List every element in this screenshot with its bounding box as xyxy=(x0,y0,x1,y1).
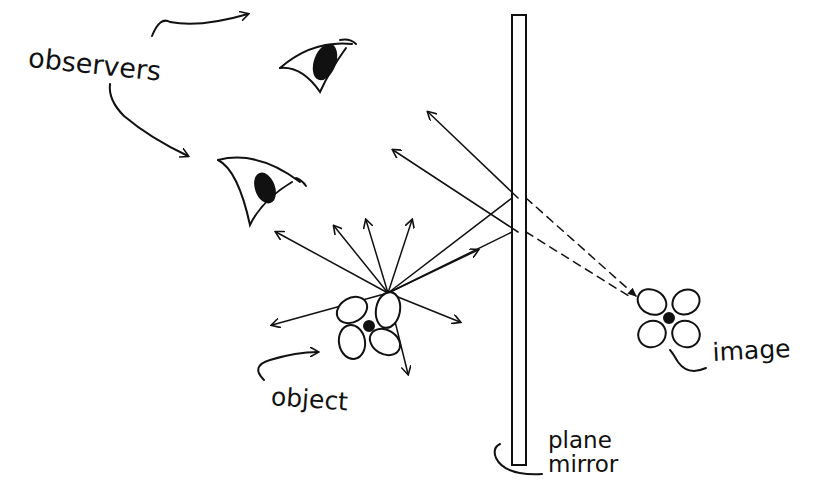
observers-label: observers xyxy=(27,44,162,86)
object-label: object xyxy=(270,384,349,416)
image-label: image xyxy=(712,336,791,366)
object-flower xyxy=(332,290,405,361)
plane-mirror xyxy=(512,15,526,465)
image-flower xyxy=(633,284,705,352)
mirror-label: plane mirror xyxy=(548,428,634,476)
